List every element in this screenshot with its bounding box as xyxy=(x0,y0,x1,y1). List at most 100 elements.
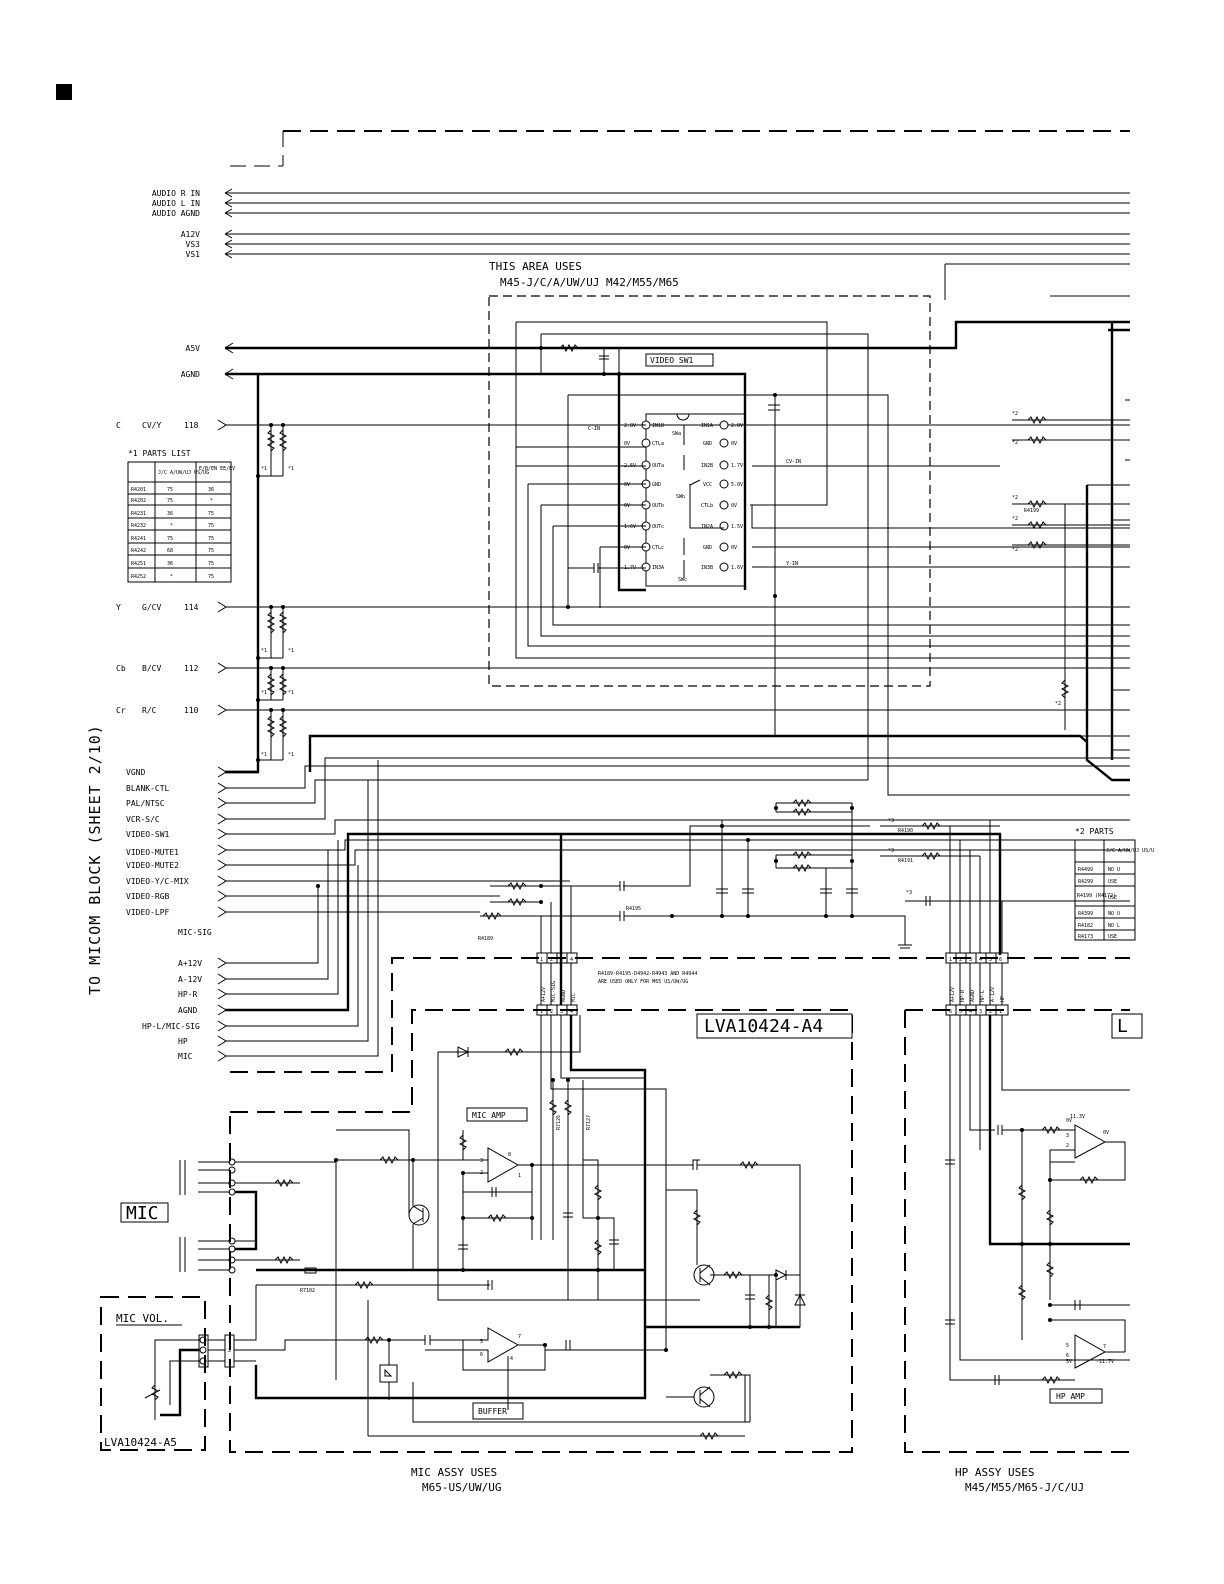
parts-list-1-title: *1 PARTS LIST xyxy=(128,449,191,458)
cn-hp-agnd: AGND xyxy=(970,990,976,1002)
star-1d: *1 xyxy=(288,648,294,654)
ic-pin7-n: CTLc xyxy=(652,545,664,551)
pl2-r4-ref: R4182 xyxy=(1078,923,1093,929)
vol-pin3: 3 xyxy=(228,1359,231,1365)
board-hp-label: L xyxy=(1117,1016,1128,1037)
ctl-blank: BLANK-CTL xyxy=(126,784,170,793)
mic-vol: MIC VOL. 1 2 3 LVA10424-A5 xyxy=(104,1285,350,1449)
ref-r4190: R4190 xyxy=(898,828,913,834)
cn-hp-a12n: A-12V xyxy=(990,987,996,1002)
pl1-r6-b: 75 xyxy=(208,561,214,567)
ic-pin9-n: IN3B xyxy=(701,565,713,571)
video-area-box xyxy=(488,295,931,687)
mic-vol-label: MIC VOL. xyxy=(116,1312,169,1325)
pl1-r3-a: * xyxy=(170,523,173,529)
vin-cb-pin: 112 xyxy=(184,664,199,673)
vin-cr-type: R/C xyxy=(142,706,157,715)
ctl-vgnd: VGND xyxy=(126,768,145,777)
net-c-in: C-IN xyxy=(588,426,600,432)
pl1-r2-b: 75 xyxy=(208,511,214,517)
mic-sig-label: MIC-SIG xyxy=(178,928,212,937)
top-frame xyxy=(230,130,1130,167)
star-3c: *3 xyxy=(906,890,912,896)
ic-pin14-v: 1.7V xyxy=(731,463,743,469)
pl2-r0-v: NO U xyxy=(1108,867,1120,873)
star-3a: *3 xyxy=(888,818,894,824)
ref-r7126: R7126 xyxy=(556,1115,562,1130)
cn-hp-p1: 1 xyxy=(949,957,952,963)
star-1b: *1 xyxy=(288,466,294,472)
opa-pin8: 8 xyxy=(508,1152,511,1158)
control-signals: VGND BLANK-CTL PAL/NTSC VCR-S/C VIDEO-SW… xyxy=(126,757,1130,937)
sig-audio-agnd: AUDIO AGND xyxy=(152,209,200,218)
mic-assy-circuit: MIC AMP 8 1 3 2 R7126 R7127 5 6 xyxy=(254,1015,806,1441)
hp-pin5: 5 xyxy=(1066,1343,1069,1349)
cn-hp-q4: 4 xyxy=(969,1009,972,1015)
pl2-r3-ref: R4399 xyxy=(1078,911,1093,917)
hp-assy-line2: M45/M55/M65-J/C/UJ xyxy=(965,1481,1084,1494)
ic-pin1-n: IN1B xyxy=(652,423,664,429)
hp-amp-circuit: 0V 11.3V 0V 3 2 5 6 7 -11.7V 5V HP AMP xyxy=(945,1015,1130,1404)
star-3b: *3 xyxy=(888,848,894,854)
star-1g: *1 xyxy=(261,752,267,758)
cn-mic-q2: 2 xyxy=(550,1009,553,1015)
connector-mic: 1 2 3 4 1 2 3 4 A+12V MIC-SIG AGND MIC xyxy=(536,834,578,1016)
pl2-r2-ref: R4199 (R4172) xyxy=(1077,893,1116,899)
ctl-vcr: VCR-S/C xyxy=(126,815,160,824)
star-2a: *2 xyxy=(1012,411,1018,417)
pl1-r7-ref: R4252 xyxy=(131,574,146,580)
ic-swa: SWa xyxy=(672,431,681,437)
star-1h: *1 xyxy=(288,752,294,758)
sheet-reference: TO MICOM BLOCK (SHEET 2/10) xyxy=(86,724,104,995)
ic-pin16-v: 2.8V xyxy=(731,423,743,429)
page-marker xyxy=(56,84,72,100)
ic-swc: SWc xyxy=(678,577,687,583)
buffer-label: BUFFER xyxy=(478,1407,507,1416)
pl1-r6-a: 36 xyxy=(167,561,173,567)
sig-audio-l-in: AUDIO L IN xyxy=(152,199,200,208)
video-inputs: C CV/Y 118 Y G/CV 114 Cb B/CV 112 Cr R/C… xyxy=(116,421,199,715)
note-line2: ARE USED ONLY FOR M65 US/UW/UG xyxy=(598,979,688,985)
ic-pin3-n: OUTa xyxy=(652,463,664,469)
ic-right-pins: IN1A 2.8V GND 0V IN2B 1.7V VCC 5.0V CTLb… xyxy=(701,420,743,572)
cn-mic-q3: 3 xyxy=(560,1009,563,1015)
ic-pin5-n: OUTb xyxy=(652,503,664,509)
pl2-r2-v: USE xyxy=(1108,895,1117,901)
sig-vs1: VS1 xyxy=(186,250,201,259)
ctl-ycmix: VIDEO-Y/C-MIX xyxy=(126,877,189,886)
vin-y-name: Y xyxy=(116,603,121,612)
pl1-r3-b: 75 xyxy=(208,523,214,529)
cn-mic-q1: 1 xyxy=(540,1009,543,1015)
pl2-r5-ref: R4173 xyxy=(1078,934,1093,940)
hp-v1: 0V xyxy=(1066,1118,1072,1124)
ic-pin14-n: IN2B xyxy=(701,463,713,469)
cn-hp-p6: 6 xyxy=(999,957,1002,963)
board-vol-label: LVA10424-A5 xyxy=(104,1436,177,1449)
opb-pin5: 5 xyxy=(480,1339,483,1345)
star-1f: *1 xyxy=(288,690,294,696)
mic-amp-label: MIC AMP xyxy=(472,1111,506,1120)
ctl-pal: PAL/NTSC xyxy=(126,799,165,808)
pwr-hpr: HP-R xyxy=(178,990,197,999)
pl1-r7-b: 75 xyxy=(208,574,214,580)
ref-r4189: R4189 xyxy=(478,936,493,942)
vol-pin2: 2 xyxy=(228,1348,231,1354)
vin-c-name: C xyxy=(116,421,121,430)
star-1c: *1 xyxy=(261,648,267,654)
ic-pin1-v: 2.8V xyxy=(624,423,636,429)
ic-pin7-v: 0V xyxy=(624,545,630,551)
pwr-mic: MIC xyxy=(178,1052,193,1061)
pl1-r1-b: * xyxy=(210,498,213,504)
vin-cb-type: B/CV xyxy=(142,664,161,673)
pl1-r2-ref: R4231 xyxy=(131,511,146,517)
sig-a12v: A12V xyxy=(181,230,200,239)
ic-pin2-v: 0V xyxy=(624,441,630,447)
ic-pin8-n: IN3A xyxy=(652,565,664,571)
ctl-lpf: VIDEO-LPF xyxy=(126,908,170,917)
right-resistor-block: *2 *2 *2 *2 *2 *2 R4199 xyxy=(1012,322,1130,782)
pl2-r5-v: USE xyxy=(1108,934,1117,940)
pl2-r0-ref: R4499 xyxy=(1078,867,1093,873)
connector-hp: 1 2 3 4 5 6 6 5 4 3 2 1 A+12V HP-R AGND … xyxy=(945,820,1009,1016)
cn-hp-q2: 2 xyxy=(989,1009,992,1015)
